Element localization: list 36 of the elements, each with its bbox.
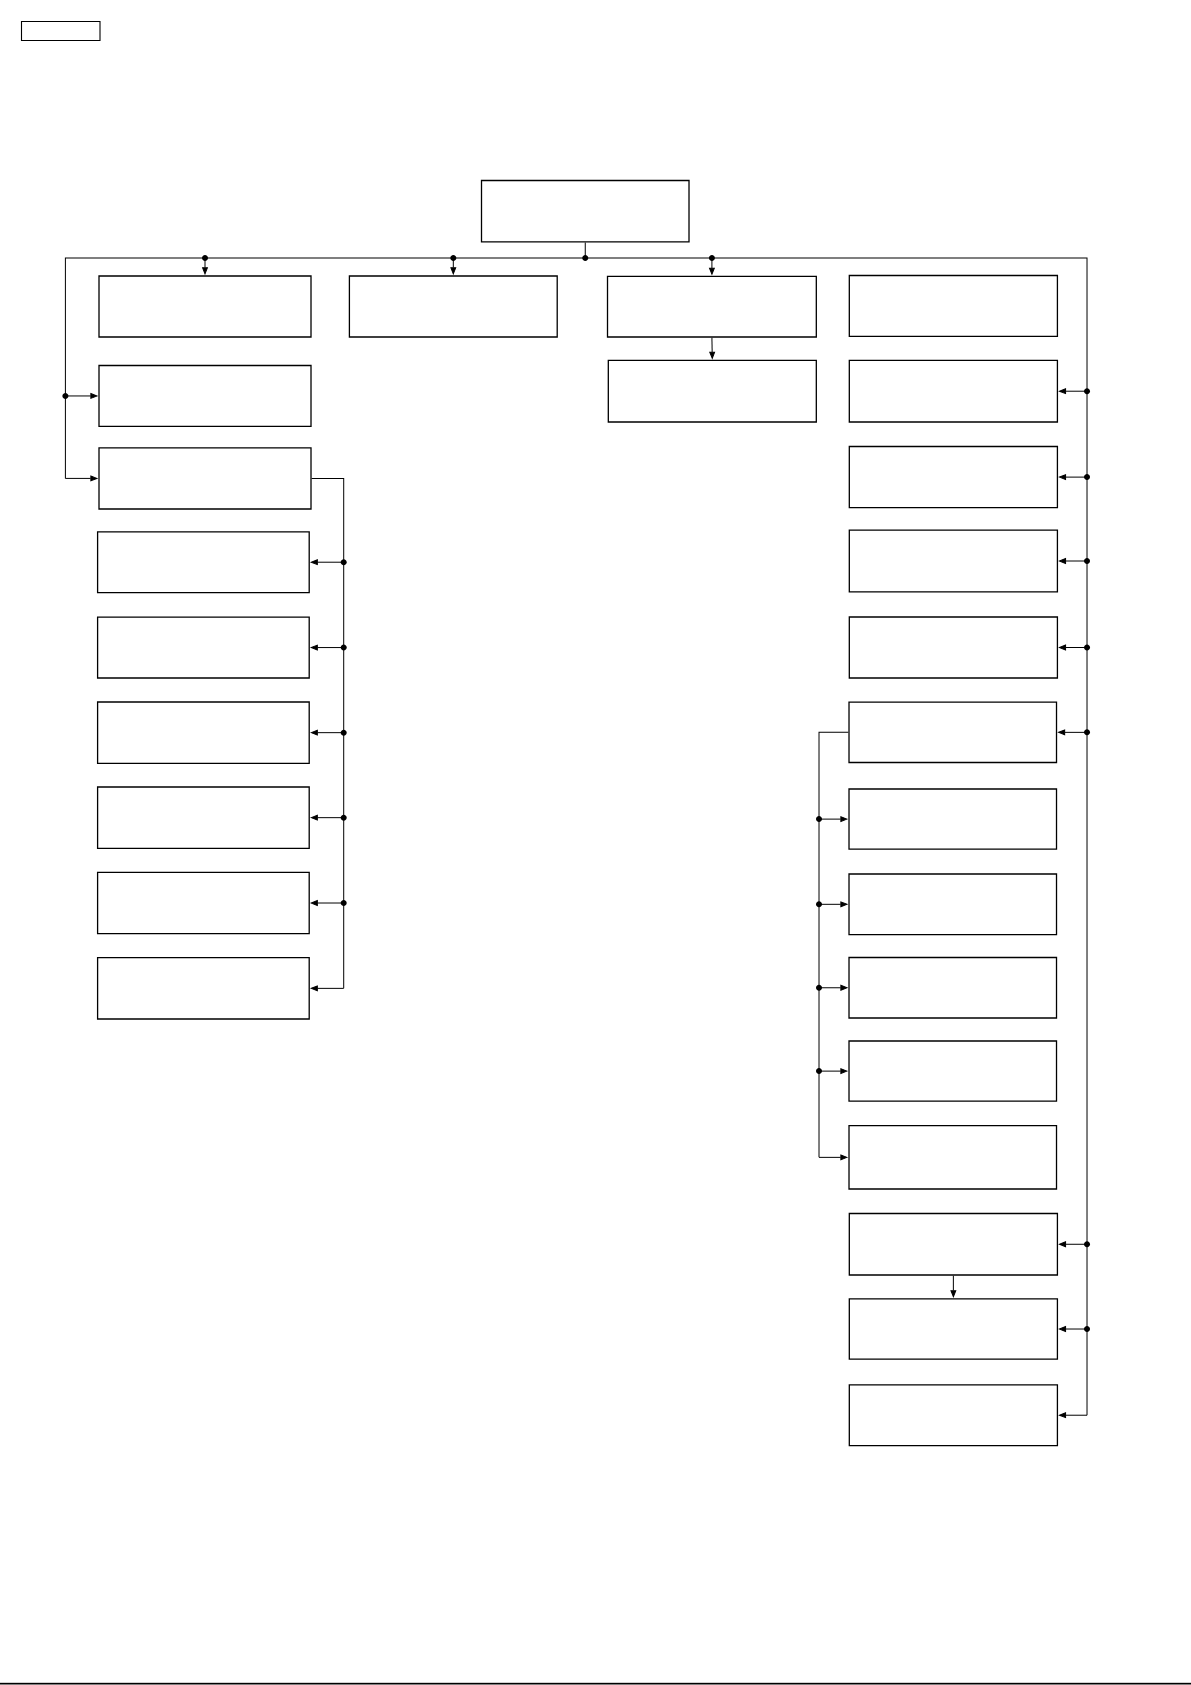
empty-box bbox=[848, 873, 1058, 936]
connector-arrow bbox=[950, 1275, 957, 1298]
empty-box bbox=[98, 364, 312, 428]
connector-arrow bbox=[818, 1154, 848, 1161]
empty-box bbox=[96, 871, 310, 935]
empty-box bbox=[848, 616, 1059, 679]
empty-box bbox=[96, 701, 310, 764]
spine-line bbox=[818, 731, 849, 1158]
empty-box bbox=[96, 531, 310, 594]
empty-box bbox=[848, 529, 1059, 593]
empty-box bbox=[348, 275, 558, 338]
bus-line bbox=[64, 241, 1088, 1416]
empty-box bbox=[606, 275, 817, 338]
empty-box bbox=[848, 788, 1058, 850]
empty-box bbox=[848, 1384, 1059, 1447]
spine-line bbox=[311, 477, 345, 989]
empty-box bbox=[480, 179, 690, 243]
connector-arrow bbox=[1059, 1412, 1088, 1419]
empty-box bbox=[98, 275, 312, 338]
empty-box bbox=[848, 1212, 1059, 1276]
empty-box bbox=[848, 445, 1059, 509]
connector-arrow bbox=[709, 337, 716, 359]
empty-box bbox=[607, 359, 817, 423]
empty-box bbox=[848, 1298, 1059, 1360]
empty-box bbox=[848, 956, 1058, 1019]
empty-box bbox=[848, 1040, 1058, 1102]
empty-box bbox=[848, 701, 1058, 764]
empty-box bbox=[848, 274, 1059, 337]
empty-box bbox=[96, 786, 310, 849]
connector-arrow bbox=[64, 475, 98, 482]
empty-box bbox=[848, 1125, 1058, 1190]
connector-arrow bbox=[310, 985, 345, 992]
empty-box bbox=[96, 957, 310, 1020]
empty-box bbox=[96, 616, 310, 679]
empty-box bbox=[98, 447, 312, 510]
empty-box bbox=[848, 359, 1059, 423]
